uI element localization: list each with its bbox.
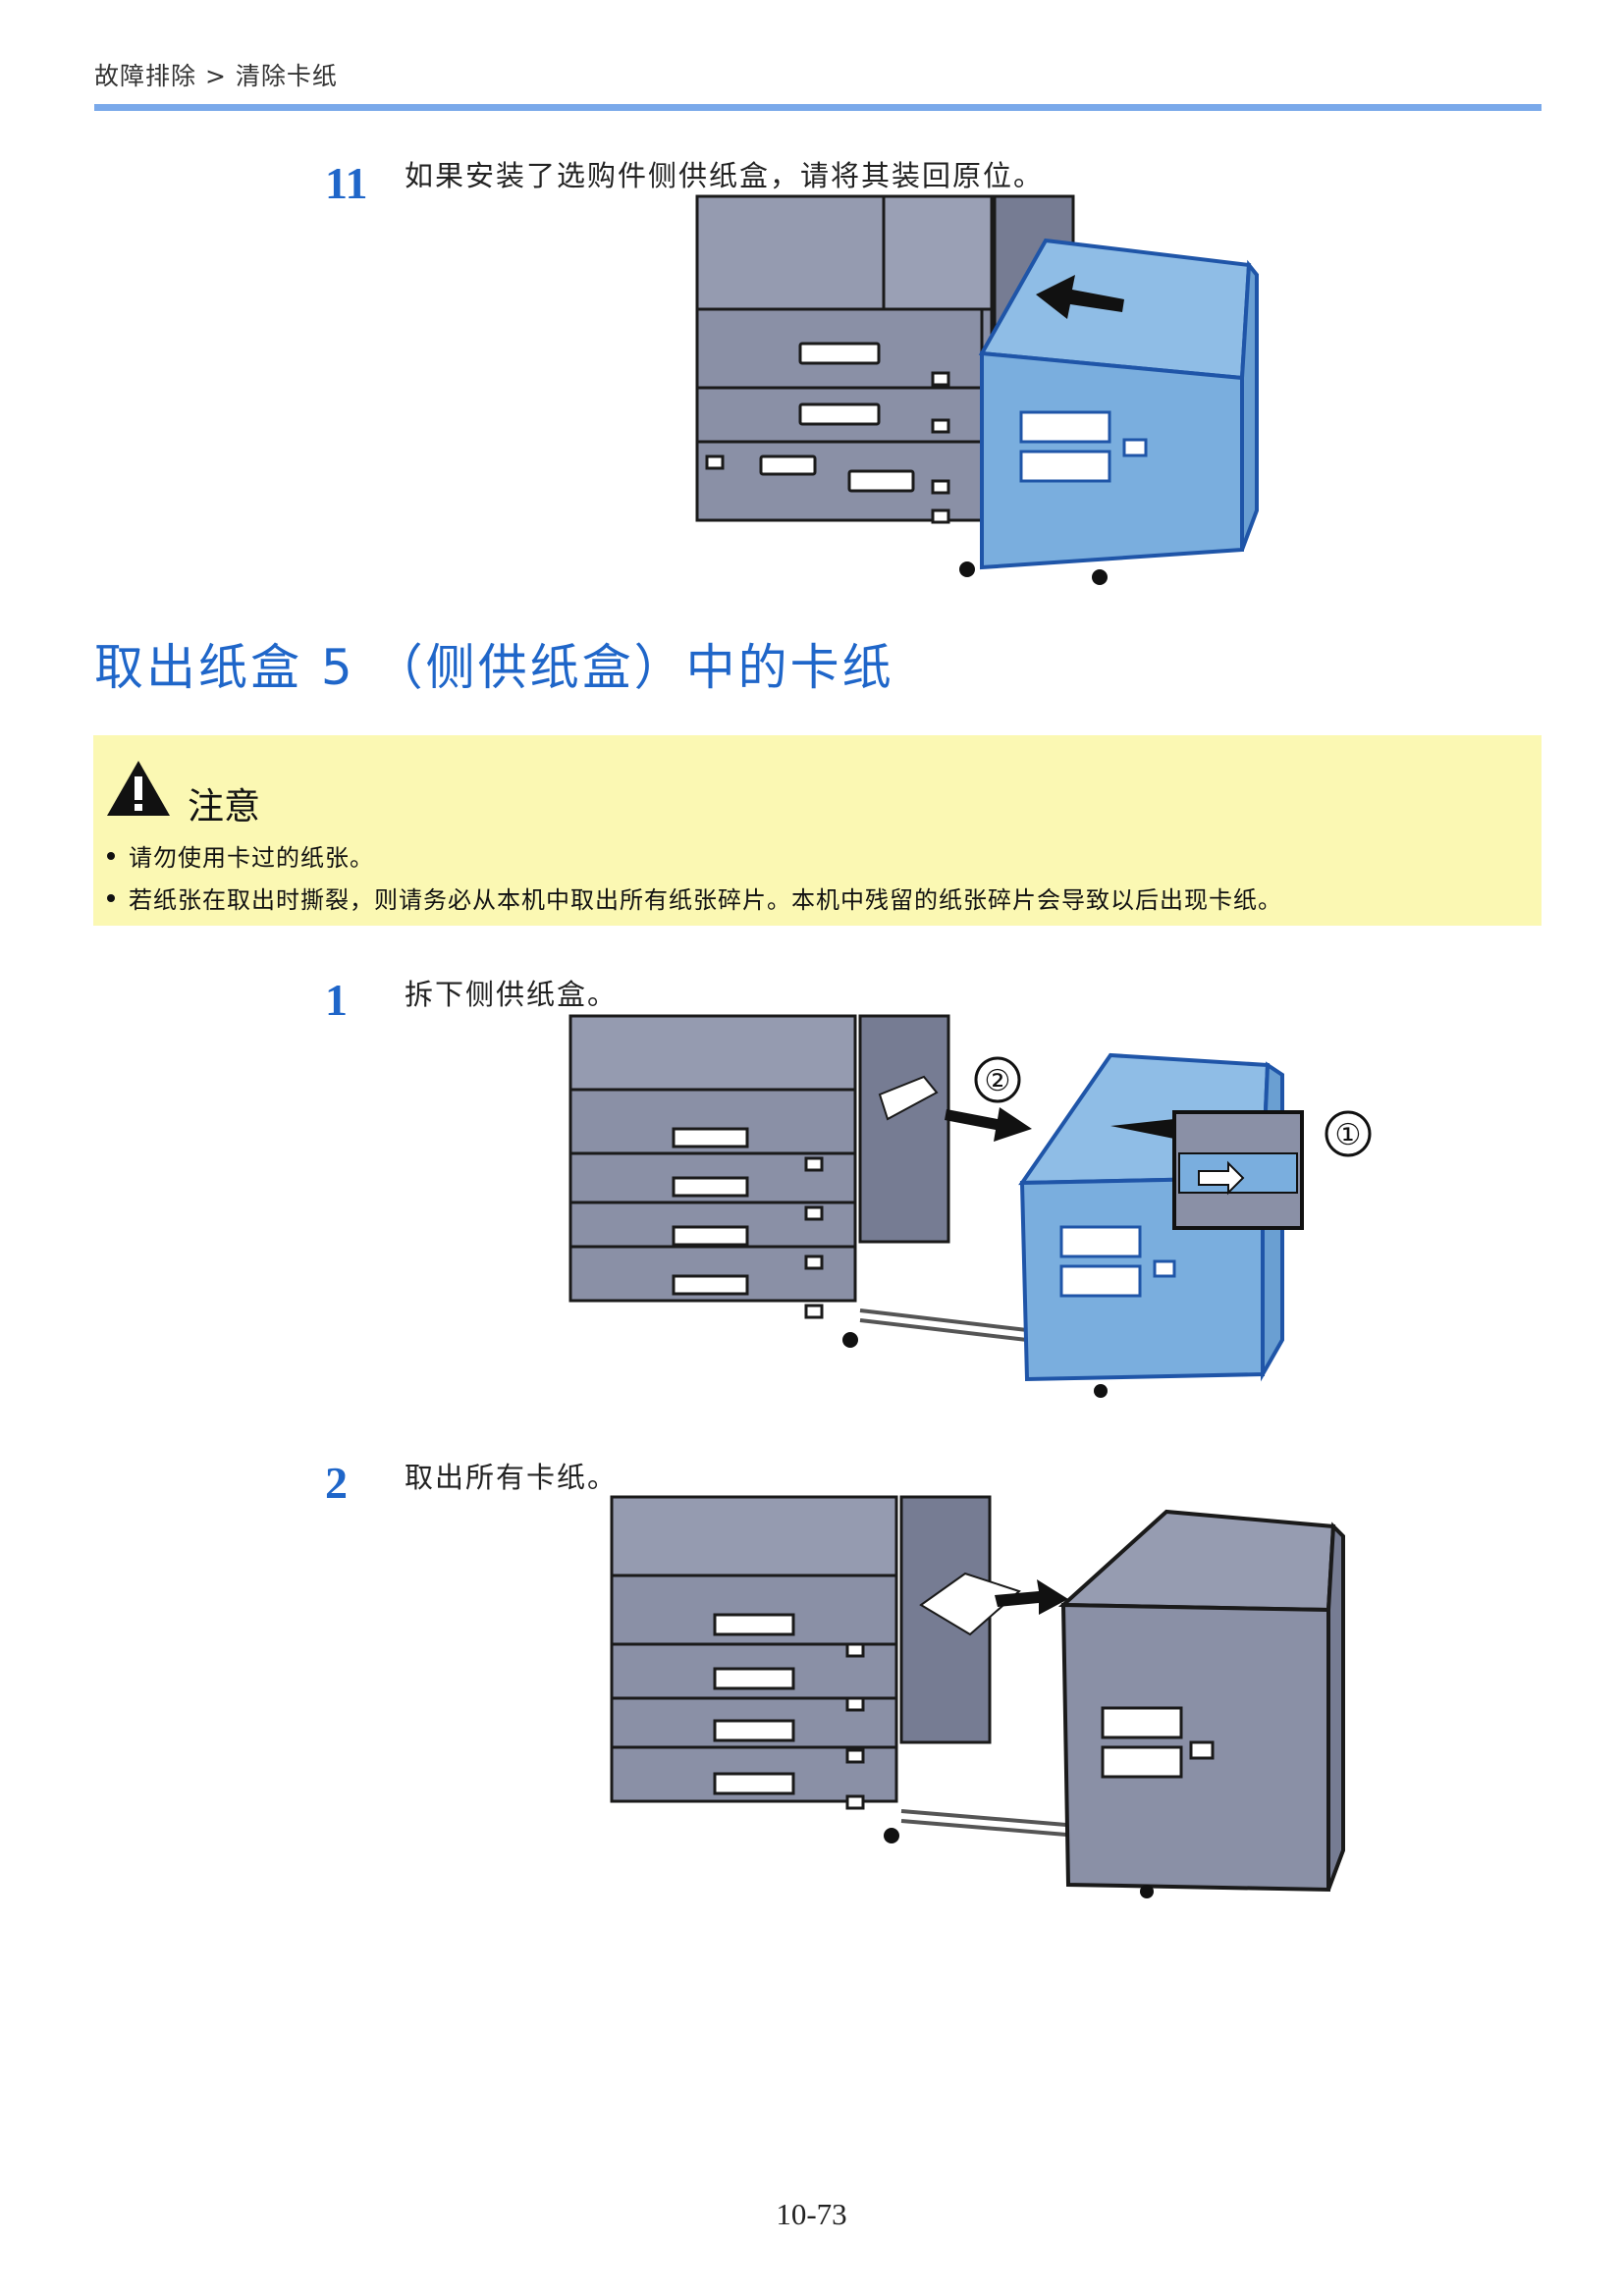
step-1-text: 拆下侧供纸盒。 [405, 978, 619, 1011]
lock-lever-inset [1110, 1110, 1304, 1230]
header-rule [94, 104, 1542, 111]
page-number: 10-73 [776, 2197, 847, 2231]
push-arrow-icon [1036, 275, 1124, 319]
callout-circle [974, 1056, 1021, 1103]
callout-circle [1325, 1110, 1372, 1157]
caution-title: 注意 [188, 785, 260, 828]
caution-box: 注意 请勿使用卡过的纸张。 若纸张在取出时撕裂，则请务必从本机中取出所有纸张碎片… [93, 735, 1542, 926]
caution-item: 若纸张在取出时撕裂，则请务必从本机中取出所有纸张碎片。本机中残留的纸张碎片会导致… [107, 881, 1282, 915]
illustration-remove-side-feeder: ② ① [568, 1014, 1372, 1398]
jammed-paper [919, 1572, 1021, 1636]
illustration-remove-jammed-paper [610, 1495, 1345, 1898]
step-2-text: 取出所有卡纸。 [405, 1461, 619, 1494]
warning-triangle-icon [107, 761, 170, 816]
section-title: 取出纸盒 5 （侧供纸盒）中的卡纸 [94, 639, 894, 696]
step-11-number: 11 [325, 158, 368, 208]
step-1-number: 1 [325, 975, 348, 1025]
pull-arrow-icon [995, 1579, 1068, 1615]
callout-1-label: ① [1335, 1118, 1362, 1152]
bullet [107, 852, 115, 860]
step-2-number: 2 [325, 1458, 348, 1508]
breadcrumb: 故障排除 > 清除卡纸 [94, 62, 338, 90]
illustration-reattach-side-feeder [695, 194, 1259, 585]
pull-arrow-icon [945, 1107, 1032, 1142]
bullet [107, 894, 115, 902]
step-11-text: 如果安装了选购件侧供纸盒，请将其装回原位。 [405, 159, 1045, 192]
caution-item: 请勿使用卡过的纸张。 [107, 838, 374, 873]
callout-2-label: ② [985, 1064, 1011, 1098]
